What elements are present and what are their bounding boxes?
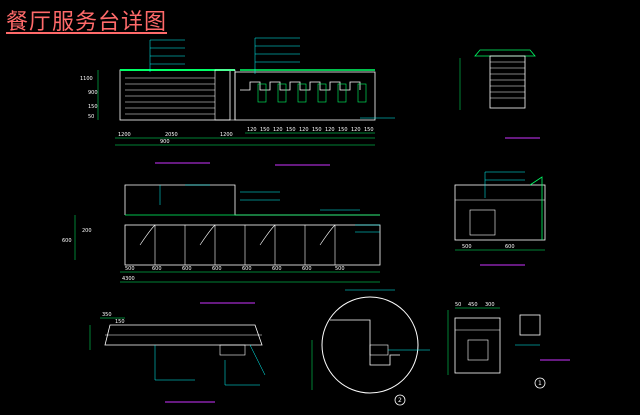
marker-circle-1 bbox=[534, 377, 546, 389]
section-dim-0: 500 bbox=[462, 244, 472, 250]
dim-bottom-1: 2050 bbox=[165, 132, 178, 138]
bottom-left-detail: 350 150 bbox=[89, 312, 266, 403]
dim-bottom-2: 1200 bbox=[220, 132, 233, 138]
detail-circle bbox=[321, 296, 419, 394]
section-top-edge bbox=[529, 176, 543, 240]
plan-dim-1: 600 bbox=[152, 266, 162, 272]
dim-col-5: 150 bbox=[312, 127, 322, 133]
plan-dim-7: 500 bbox=[335, 266, 345, 272]
section-drawer bbox=[469, 209, 496, 236]
drawing-title: 餐厅服务台详图 bbox=[6, 10, 168, 35]
side-body bbox=[489, 55, 526, 109]
dim-col-8: 120 bbox=[351, 127, 361, 133]
detail-right-dimensions: 50 450 300 bbox=[455, 302, 500, 309]
counter-side-panel bbox=[214, 69, 236, 121]
side-elevation bbox=[459, 49, 540, 139]
section-leaders bbox=[484, 171, 525, 198]
dim-bottom-0: 1200 bbox=[118, 132, 131, 138]
counter-stripes bbox=[125, 77, 215, 115]
plan-dim-left-1: 200 bbox=[82, 228, 92, 234]
plan-leaders bbox=[159, 184, 380, 233]
detail-foot bbox=[219, 344, 246, 356]
dim-col-1: 150 bbox=[260, 127, 270, 133]
dim-left-2: 900 bbox=[88, 90, 98, 96]
detail-block bbox=[369, 344, 389, 356]
plan-dim-5: 600 bbox=[272, 266, 282, 272]
detail-left-leaders bbox=[154, 344, 266, 386]
front-bottom-dimensions: 1200 2050 1200 900 bbox=[115, 132, 375, 146]
back-wall bbox=[234, 71, 376, 121]
detail-right-drawer bbox=[467, 339, 489, 361]
dim-col-6: 120 bbox=[325, 127, 335, 133]
dim-col-4: 120 bbox=[299, 127, 309, 133]
bottom-right-detail: 50 450 300 1 bbox=[447, 302, 570, 389]
side-top bbox=[474, 49, 536, 57]
detail-profile bbox=[330, 319, 400, 366]
plan-view: 600 200 500 600 600 600 600 600 600 500 … bbox=[62, 184, 381, 304]
plan-dim-total: 4300 bbox=[122, 276, 135, 282]
detail-left-dim-1: 150 bbox=[115, 319, 125, 325]
detail-left-dimensions: 350 150 bbox=[89, 312, 125, 350]
plan-cabinet-curves bbox=[139, 224, 336, 246]
detail-bar bbox=[104, 324, 263, 346]
plan-dim-0: 500 bbox=[125, 266, 135, 272]
dim-col-2: 120 bbox=[273, 127, 283, 133]
dim-left-1: 150 bbox=[88, 104, 98, 110]
plan-dim-6: 600 bbox=[302, 266, 312, 272]
dim-left-3: 1100 bbox=[80, 76, 93, 82]
marker-circle-2 bbox=[394, 394, 406, 406]
front-elevation: 50 150 900 1100 1200 2050 1200 900 120 1… bbox=[80, 37, 395, 166]
detail-right-dim-1: 450 bbox=[468, 302, 478, 308]
crenellation bbox=[240, 81, 361, 91]
detail-right-dim-0: 50 bbox=[455, 302, 461, 308]
circle-leaders bbox=[345, 289, 430, 351]
side-section: 500 600 bbox=[454, 171, 546, 266]
marker-label-1: 1 bbox=[538, 380, 542, 387]
dim-col-0: 120 bbox=[247, 127, 257, 133]
detail-right-inset bbox=[519, 314, 541, 336]
leader-lines-front bbox=[149, 37, 395, 119]
side-stripes bbox=[490, 61, 525, 99]
plan-dim-3: 600 bbox=[212, 266, 222, 272]
front-left-dimensions: 50 150 900 1100 bbox=[80, 70, 99, 120]
plan-bottom-dimensions: 500 600 600 600 600 600 600 500 4300 bbox=[120, 266, 380, 283]
front-column-dimensions: 120 150 120 150 120 150 120 150 120 150 bbox=[245, 127, 375, 134]
dim-bottom-3: 900 bbox=[160, 139, 170, 145]
section-dim-1: 600 bbox=[505, 244, 515, 250]
circular-detail: 2 bbox=[311, 289, 430, 406]
plan-dim-left-0: 600 bbox=[62, 238, 72, 244]
dim-col-3: 150 bbox=[286, 127, 296, 133]
niche-frames bbox=[257, 83, 367, 103]
plan-dim-4: 600 bbox=[242, 266, 252, 272]
counter-body bbox=[119, 69, 231, 121]
section-bottom-dimensions: 500 600 bbox=[455, 244, 545, 251]
dim-left-0: 50 bbox=[88, 114, 94, 120]
plan-dim-2: 600 bbox=[182, 266, 192, 272]
plan-left-dimensions: 600 200 bbox=[62, 215, 92, 260]
plan-cabinet-zone bbox=[124, 224, 381, 266]
marker-label-2: 2 bbox=[398, 397, 402, 404]
plan-cabinet-dividers bbox=[154, 225, 336, 265]
detail-right-dim-2: 300 bbox=[485, 302, 495, 308]
detail-right-body bbox=[454, 317, 501, 374]
detail-left-dim-0: 350 bbox=[102, 312, 112, 318]
section-body bbox=[454, 184, 546, 241]
dim-col-7: 150 bbox=[338, 127, 348, 133]
dim-col-9: 150 bbox=[364, 127, 374, 133]
